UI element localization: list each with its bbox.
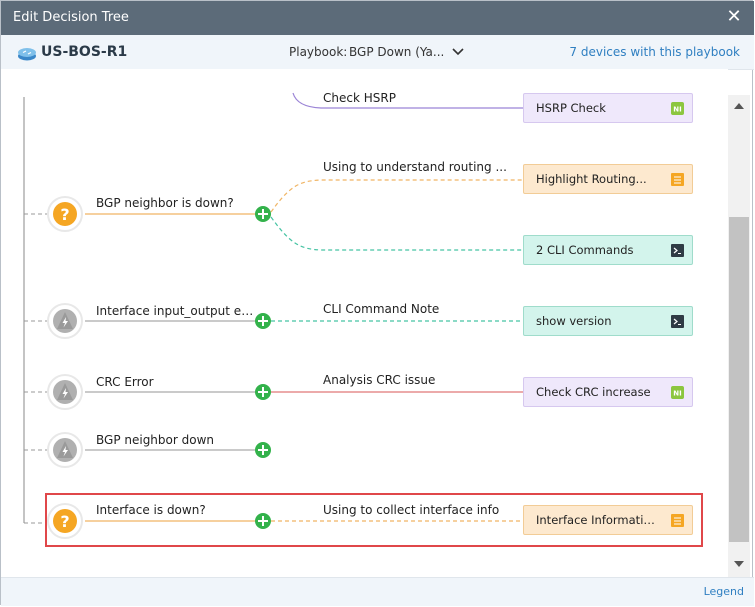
node-title: CRC Error (96, 375, 154, 389)
lightning-node[interactable] (47, 303, 83, 339)
chevron-down-icon[interactable] (451, 45, 465, 59)
add-branch-button[interactable] (255, 513, 271, 529)
add-branch-button[interactable] (255, 384, 271, 400)
scroll-up-icon[interactable] (734, 103, 744, 109)
branch-label: Using to collect interface info (323, 503, 500, 517)
dialog-titlebar: Edit Decision Tree ✕ (1, 1, 754, 35)
question-node[interactable]: ? (47, 503, 83, 539)
tree-connectors (23, 92, 523, 524)
playbook-select[interactable]: BGP Down (Ya... (349, 45, 445, 59)
lightning-icon (53, 309, 77, 333)
decision-tree-canvas: Check HSRP HSRP Check NI ? BGP neighbor … (1, 69, 728, 577)
action-card-label: Check CRC increase (536, 385, 651, 399)
action-card[interactable]: Check CRC increase NI (523, 377, 693, 407)
device-bar: US-BOS-R1 Playbook: BGP Down (Ya... 7 de… (1, 35, 754, 70)
branch-label: Using to understand routing ... (323, 160, 507, 174)
action-card[interactable]: HSRP Check NI (523, 93, 693, 123)
note-icon (671, 173, 684, 186)
svg-text:NI: NI (673, 106, 681, 114)
node-title: Interface input_output er... (96, 304, 256, 318)
action-card[interactable]: 2 CLI Commands (523, 235, 693, 265)
lightning-node[interactable] (47, 374, 83, 410)
node-title: BGP neighbor down (96, 433, 215, 447)
note-icon (671, 514, 684, 527)
legend-link[interactable]: Legend (703, 585, 744, 598)
action-card[interactable]: Highlight Routing... (523, 164, 693, 194)
devices-with-playbook-link[interactable]: 7 devices with this playbook (569, 45, 740, 59)
action-card[interactable]: show version (523, 306, 693, 336)
action-card-label: Highlight Routing... (536, 172, 647, 186)
dialog-title: Edit Decision Tree (13, 10, 129, 25)
router-icon (18, 48, 36, 61)
question-node[interactable]: ? (47, 196, 83, 232)
node-title: BGP neighbor is down? (96, 196, 234, 210)
add-branch-button[interactable] (255, 442, 271, 458)
scroll-thumb[interactable] (729, 217, 749, 542)
dialog-footer: Legend (1, 577, 754, 606)
action-card-label: show version (536, 314, 612, 328)
lightning-node[interactable] (47, 432, 83, 468)
action-card-label: 2 CLI Commands (536, 243, 634, 257)
branch-label: Analysis CRC issue (323, 373, 436, 387)
close-icon[interactable]: ✕ (726, 6, 742, 27)
branch-label: Check HSRP (323, 91, 396, 105)
svg-text:?: ? (60, 205, 69, 224)
scroll-down-icon[interactable] (734, 561, 744, 567)
lightning-icon (53, 438, 77, 462)
selection-highlight (45, 493, 703, 547)
question-icon: ? (53, 509, 77, 533)
question-icon: ? (53, 202, 77, 226)
vertical-scrollbar[interactable] (728, 95, 750, 577)
branch-label: CLI Command Note (323, 302, 440, 316)
add-branch-button[interactable] (255, 313, 271, 329)
action-card-label: HSRP Check (536, 101, 606, 115)
terminal-icon (671, 315, 684, 328)
playbook-label: Playbook: (289, 45, 348, 59)
ni-icon: NI (671, 386, 684, 399)
svg-text:NI: NI (673, 390, 681, 398)
add-branch-button[interactable] (255, 206, 271, 222)
terminal-icon (671, 244, 684, 257)
svg-text:?: ? (60, 512, 69, 531)
lightning-icon (53, 380, 77, 404)
ni-icon: NI (671, 102, 684, 115)
device-name: US-BOS-R1 (41, 44, 128, 60)
action-card[interactable]: Interface Information... (523, 505, 693, 535)
